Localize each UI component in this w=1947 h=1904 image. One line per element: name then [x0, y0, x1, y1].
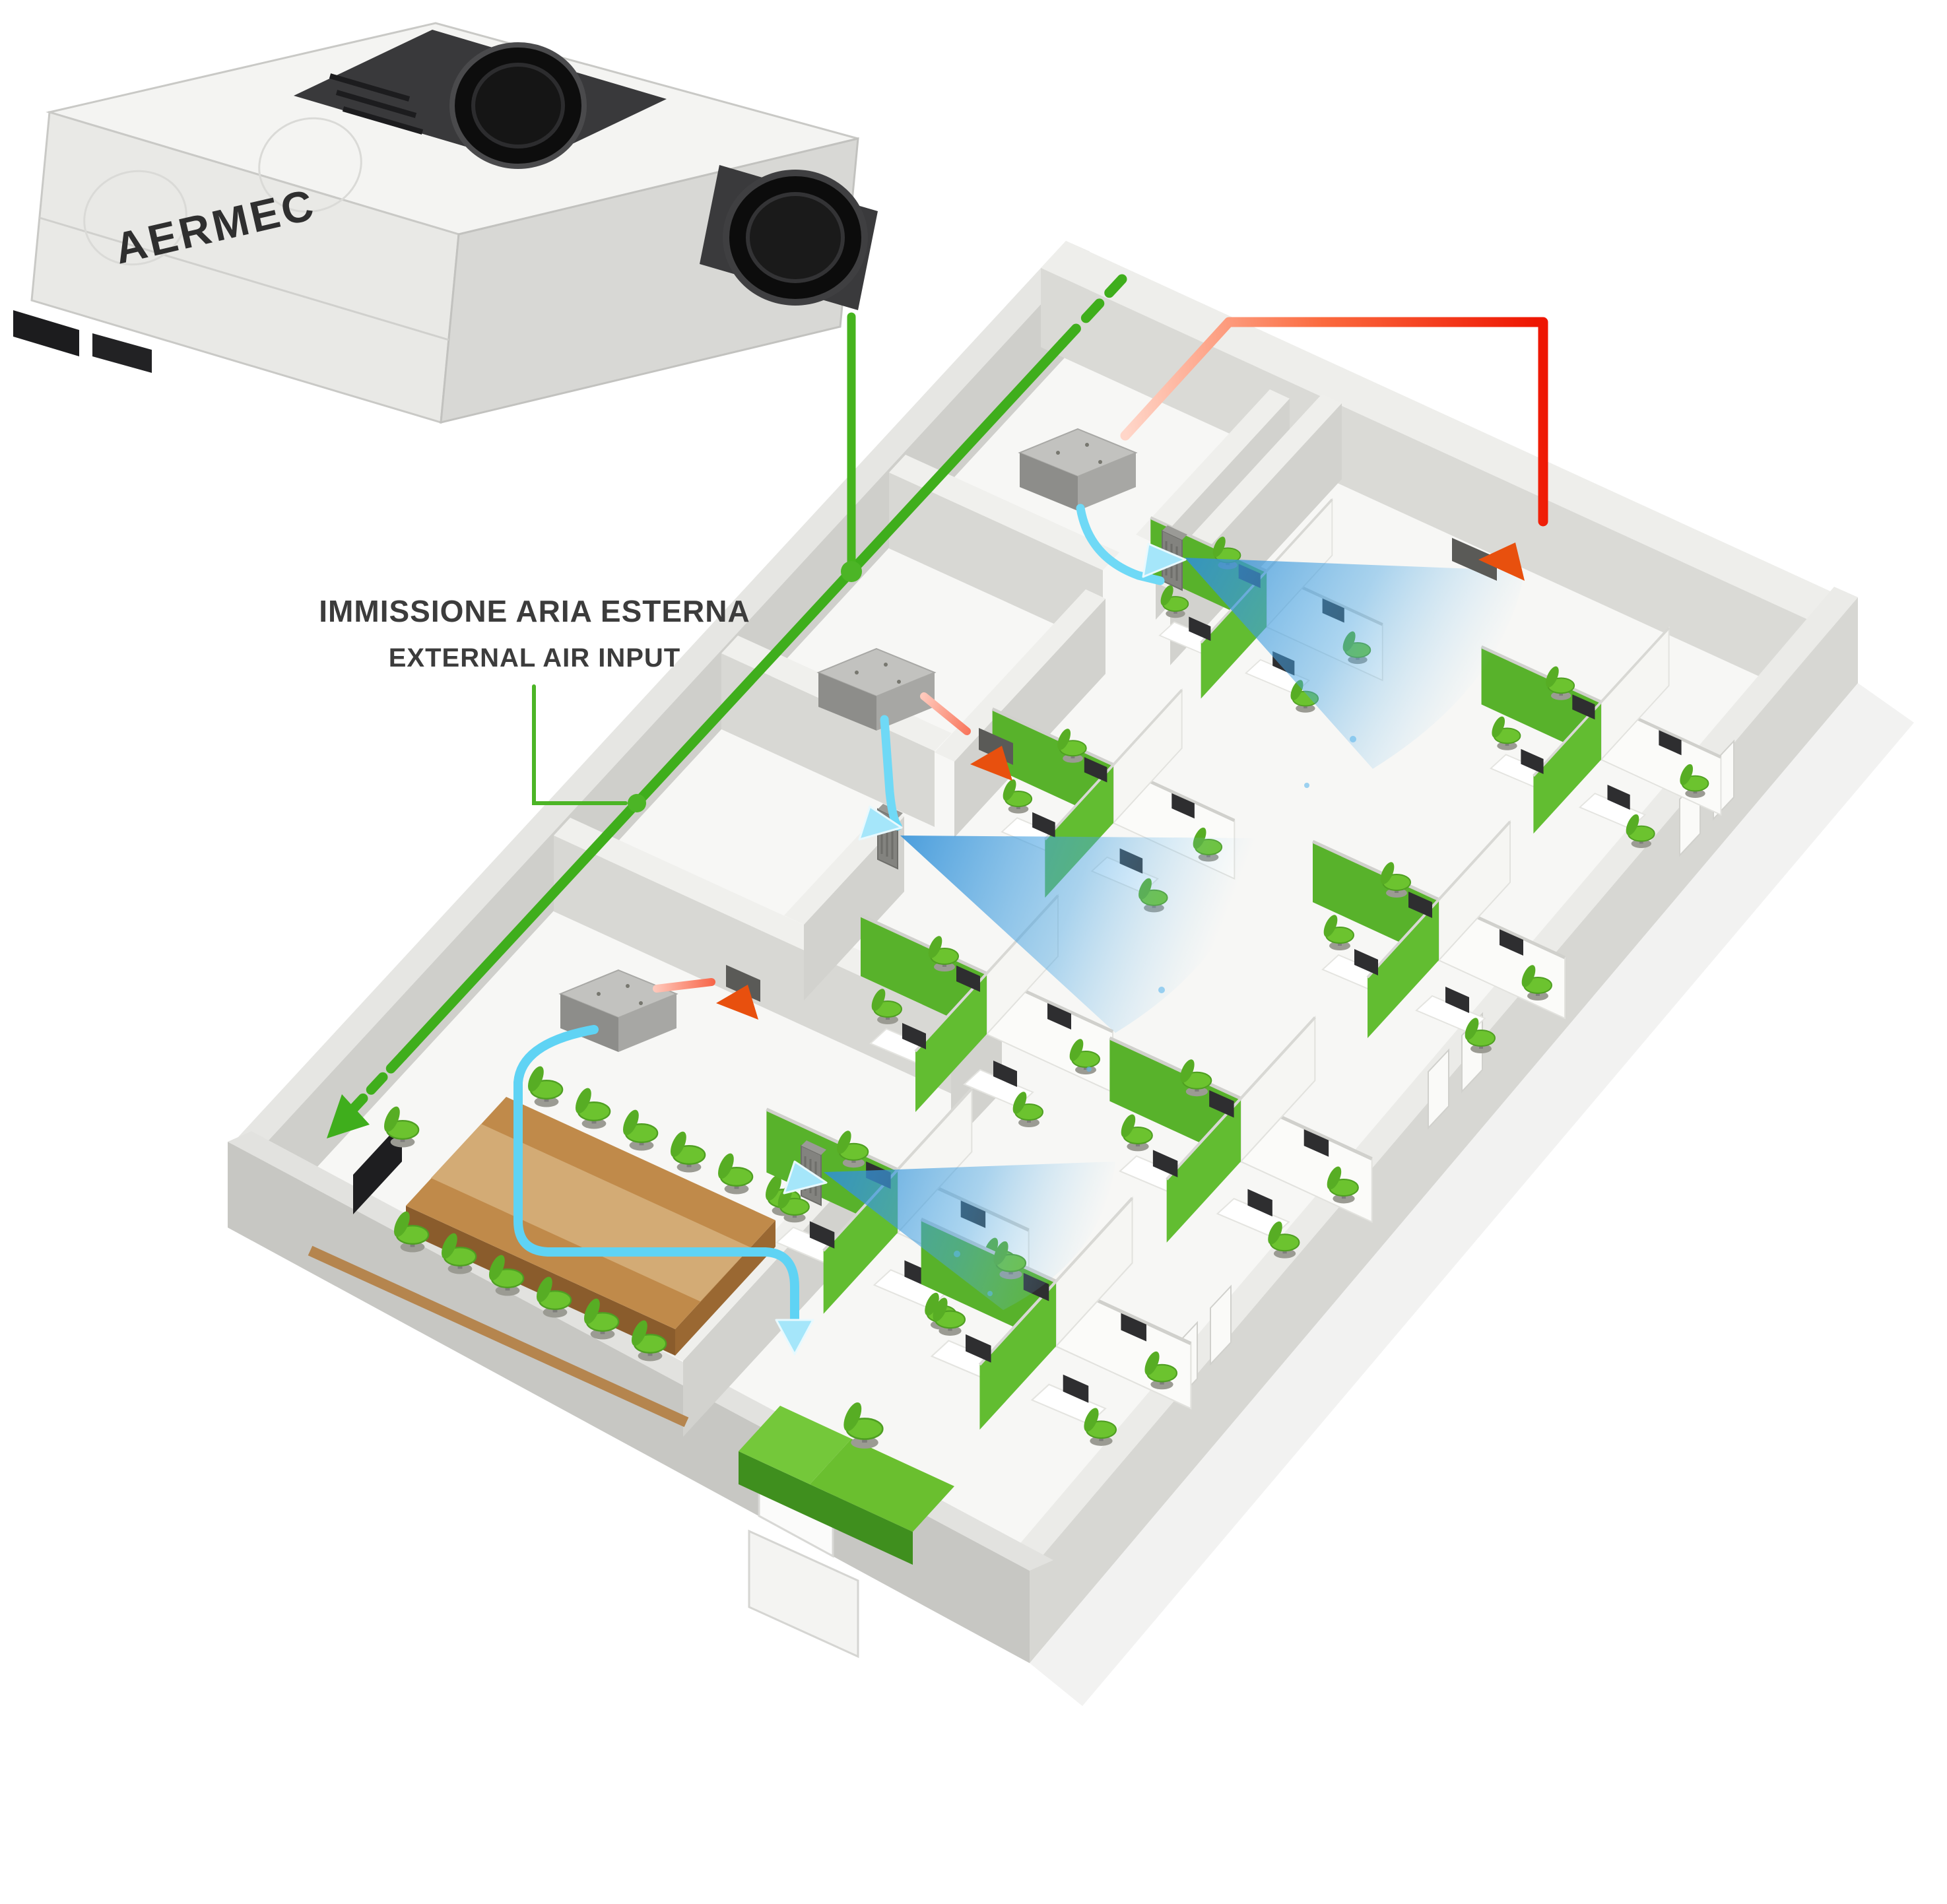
supply-arrow-icon — [775, 1319, 814, 1356]
exhaust-grille — [1452, 538, 1497, 581]
air-cone — [824, 1162, 1115, 1310]
air-cone — [1185, 558, 1525, 769]
duct-junction-dot — [841, 561, 862, 582]
exhaust-arrow-icon — [1478, 542, 1525, 581]
aermec-unit: AERMEC — [13, 22, 878, 424]
exhaust-grille — [726, 965, 760, 1002]
external-air-label: IMMISSIONE ARIA ESTERNA EXTERNAL AIR INP… — [319, 594, 750, 673]
supply-air-ducts — [513, 504, 1187, 1356]
exhaust-arrow-icon — [970, 746, 1012, 781]
supply-arrow-icon — [858, 805, 903, 841]
exhaust-arrow-icon — [716, 985, 758, 1020]
flow-arrow-icon — [327, 1094, 370, 1138]
duct-junction-dot — [628, 794, 646, 812]
building-shadow — [1030, 683, 1914, 1706]
air-diffusion-cones — [824, 558, 1525, 1310]
air-cone — [900, 836, 1257, 1033]
unit-bracket — [13, 310, 79, 356]
office-floorplan — [228, 241, 1914, 1706]
sideboard — [308, 1245, 689, 1428]
supply-arrow-icon — [783, 1160, 828, 1195]
label-air-input-it: IMMISSIONE ARIA ESTERNA — [319, 594, 750, 628]
unit-bracket — [92, 333, 152, 373]
meeting-room — [308, 1063, 801, 1428]
reception-desk — [739, 1398, 954, 1565]
wall-screen — [353, 1122, 402, 1214]
supply-arrow-icon — [1142, 542, 1187, 578]
external-air-duct — [327, 274, 1127, 1138]
exhaust-air-ducts — [653, 317, 1548, 1020]
label-air-input-en: EXTERNAL AIR INPUT — [389, 643, 680, 673]
